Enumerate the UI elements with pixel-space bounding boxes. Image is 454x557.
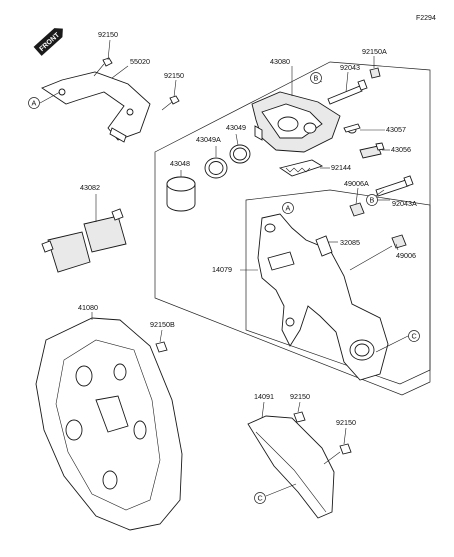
bolt-92150-low [293, 411, 306, 423]
bolt-92150-top [93, 57, 113, 77]
bolt-92150-right [323, 443, 352, 465]
seal-43049 [229, 144, 251, 164]
piston-43048 [166, 176, 196, 212]
label-92043A: 92043A [392, 199, 417, 208]
pin-92043A [375, 175, 414, 197]
label-14079: 14079 [212, 265, 232, 274]
label-43056: 43056 [391, 145, 411, 154]
label-55020: 55020 [130, 57, 150, 66]
label-49006A: 49006A [344, 179, 369, 188]
svg-text:A: A [286, 204, 291, 213]
bleeder-43056 [359, 142, 385, 159]
bleed-valve-43057 [343, 123, 361, 134]
label-92150A: 92150A [362, 47, 387, 56]
cap-92150A [369, 67, 381, 79]
callout-a-holder: A [282, 202, 294, 214]
label-43049: 43049 [226, 123, 246, 132]
svg-text:B: B [370, 196, 375, 205]
boot-49006 [349, 234, 407, 271]
callout-a-left: A [28, 97, 40, 109]
leader-lines [39, 39, 409, 497]
callout-c-holder: C [408, 330, 420, 342]
label-43082: 43082 [80, 183, 100, 192]
label-92150B: 92150B [150, 320, 175, 329]
label-92144: 92144 [331, 163, 351, 172]
svg-text:B: B [314, 74, 319, 83]
seal-43049A [204, 157, 228, 179]
svg-text:C: C [258, 494, 263, 503]
label-92150-mid: 92150 [164, 71, 184, 80]
caliper-body-43080 [251, 91, 341, 153]
label-92150-top: 92150 [98, 30, 118, 39]
label-92150-right: 92150 [336, 418, 356, 427]
svg-text:C: C [412, 332, 417, 341]
pad-spring-92144 [278, 159, 324, 177]
label-43049A: 43049A [196, 135, 221, 144]
callout-b-right: B [366, 194, 378, 206]
label-41080: 41080 [78, 303, 98, 312]
label-92043: 92043 [340, 63, 360, 72]
front-badge: FRONT [33, 28, 63, 56]
caliper-bracket-55020 [41, 71, 151, 143]
diagram-code: F2294 [416, 15, 436, 22]
label-43048: 43048 [170, 159, 190, 168]
label-32085: 32085 [340, 238, 360, 247]
label-49006: 49006 [396, 251, 416, 260]
holder-outline-box [245, 189, 431, 385]
callout-b-top: B [310, 72, 322, 84]
disc-guard-14091 [247, 415, 335, 519]
bolt-92150B [155, 341, 168, 353]
label-43080: 43080 [270, 57, 290, 66]
pin-92043 [327, 79, 368, 105]
label-14091: 14091 [254, 392, 274, 401]
svg-text:A: A [32, 99, 37, 108]
assembly-outline-box [154, 61, 431, 396]
boot-49006A [349, 202, 365, 217]
label-43057: 43057 [386, 125, 406, 134]
caliper-holder-14079 [257, 213, 389, 381]
label-92150-low: 92150 [290, 392, 310, 401]
brake-disc-41080 [35, 317, 183, 531]
brake-pads-43082 [41, 208, 127, 273]
bolt-92150-mid [161, 95, 180, 111]
callout-c-guard: C [254, 492, 266, 504]
